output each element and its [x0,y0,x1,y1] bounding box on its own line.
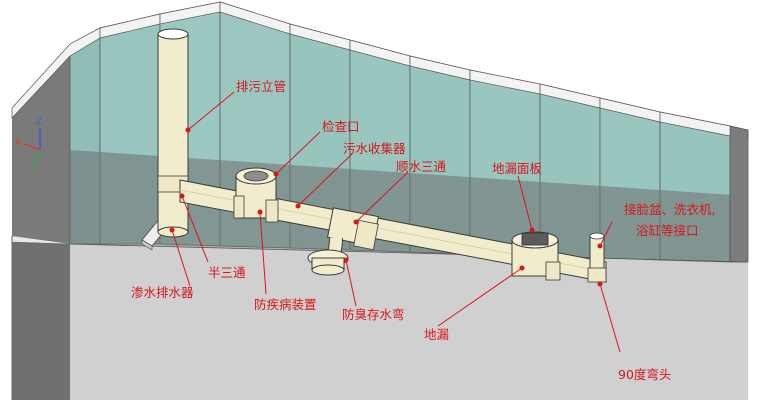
label-disease-prevention-device: 防疾病装置 [254,297,317,312]
label-sewage-collector: 污水收集器 [343,141,406,156]
axis-y-label: Y [30,166,36,176]
label-inspection-port: 检查口 [322,119,360,134]
floor-drain-fitting [511,231,561,281]
left-low-wall-side [12,242,70,400]
label-vertical-drain-pipe: 排污立管 [236,79,287,94]
axis-indicator [23,128,41,167]
axis-z-label: Z [36,117,43,127]
label-half-tee: 半三通 [208,265,246,280]
label-seepage-drain: 渗水排水器 [131,285,194,300]
floor [70,244,748,400]
label-elbow-90: 90度弯头 [618,367,672,382]
label-sweep-tee: 顺水三通 [396,159,447,174]
axis-x-label: X [15,138,22,148]
label-odor-trap: 防臭存水弯 [342,307,405,322]
vertical-drain-pipe [157,28,189,238]
right-wall-side [729,125,749,263]
label-floor-drain-cover: 地漏面板 [492,161,543,176]
wall-cap [11,1,749,141]
inspection-port-fitting [233,167,279,223]
label-fixture-connection-line2: 浴缸等接口 [636,223,699,238]
leader-lines [169,91,621,353]
label-fixture-connection-line1: 接脸盆、洗衣机, [624,202,716,217]
label-floor-drain: 地漏 [424,327,450,342]
odor-trap [307,249,349,276]
